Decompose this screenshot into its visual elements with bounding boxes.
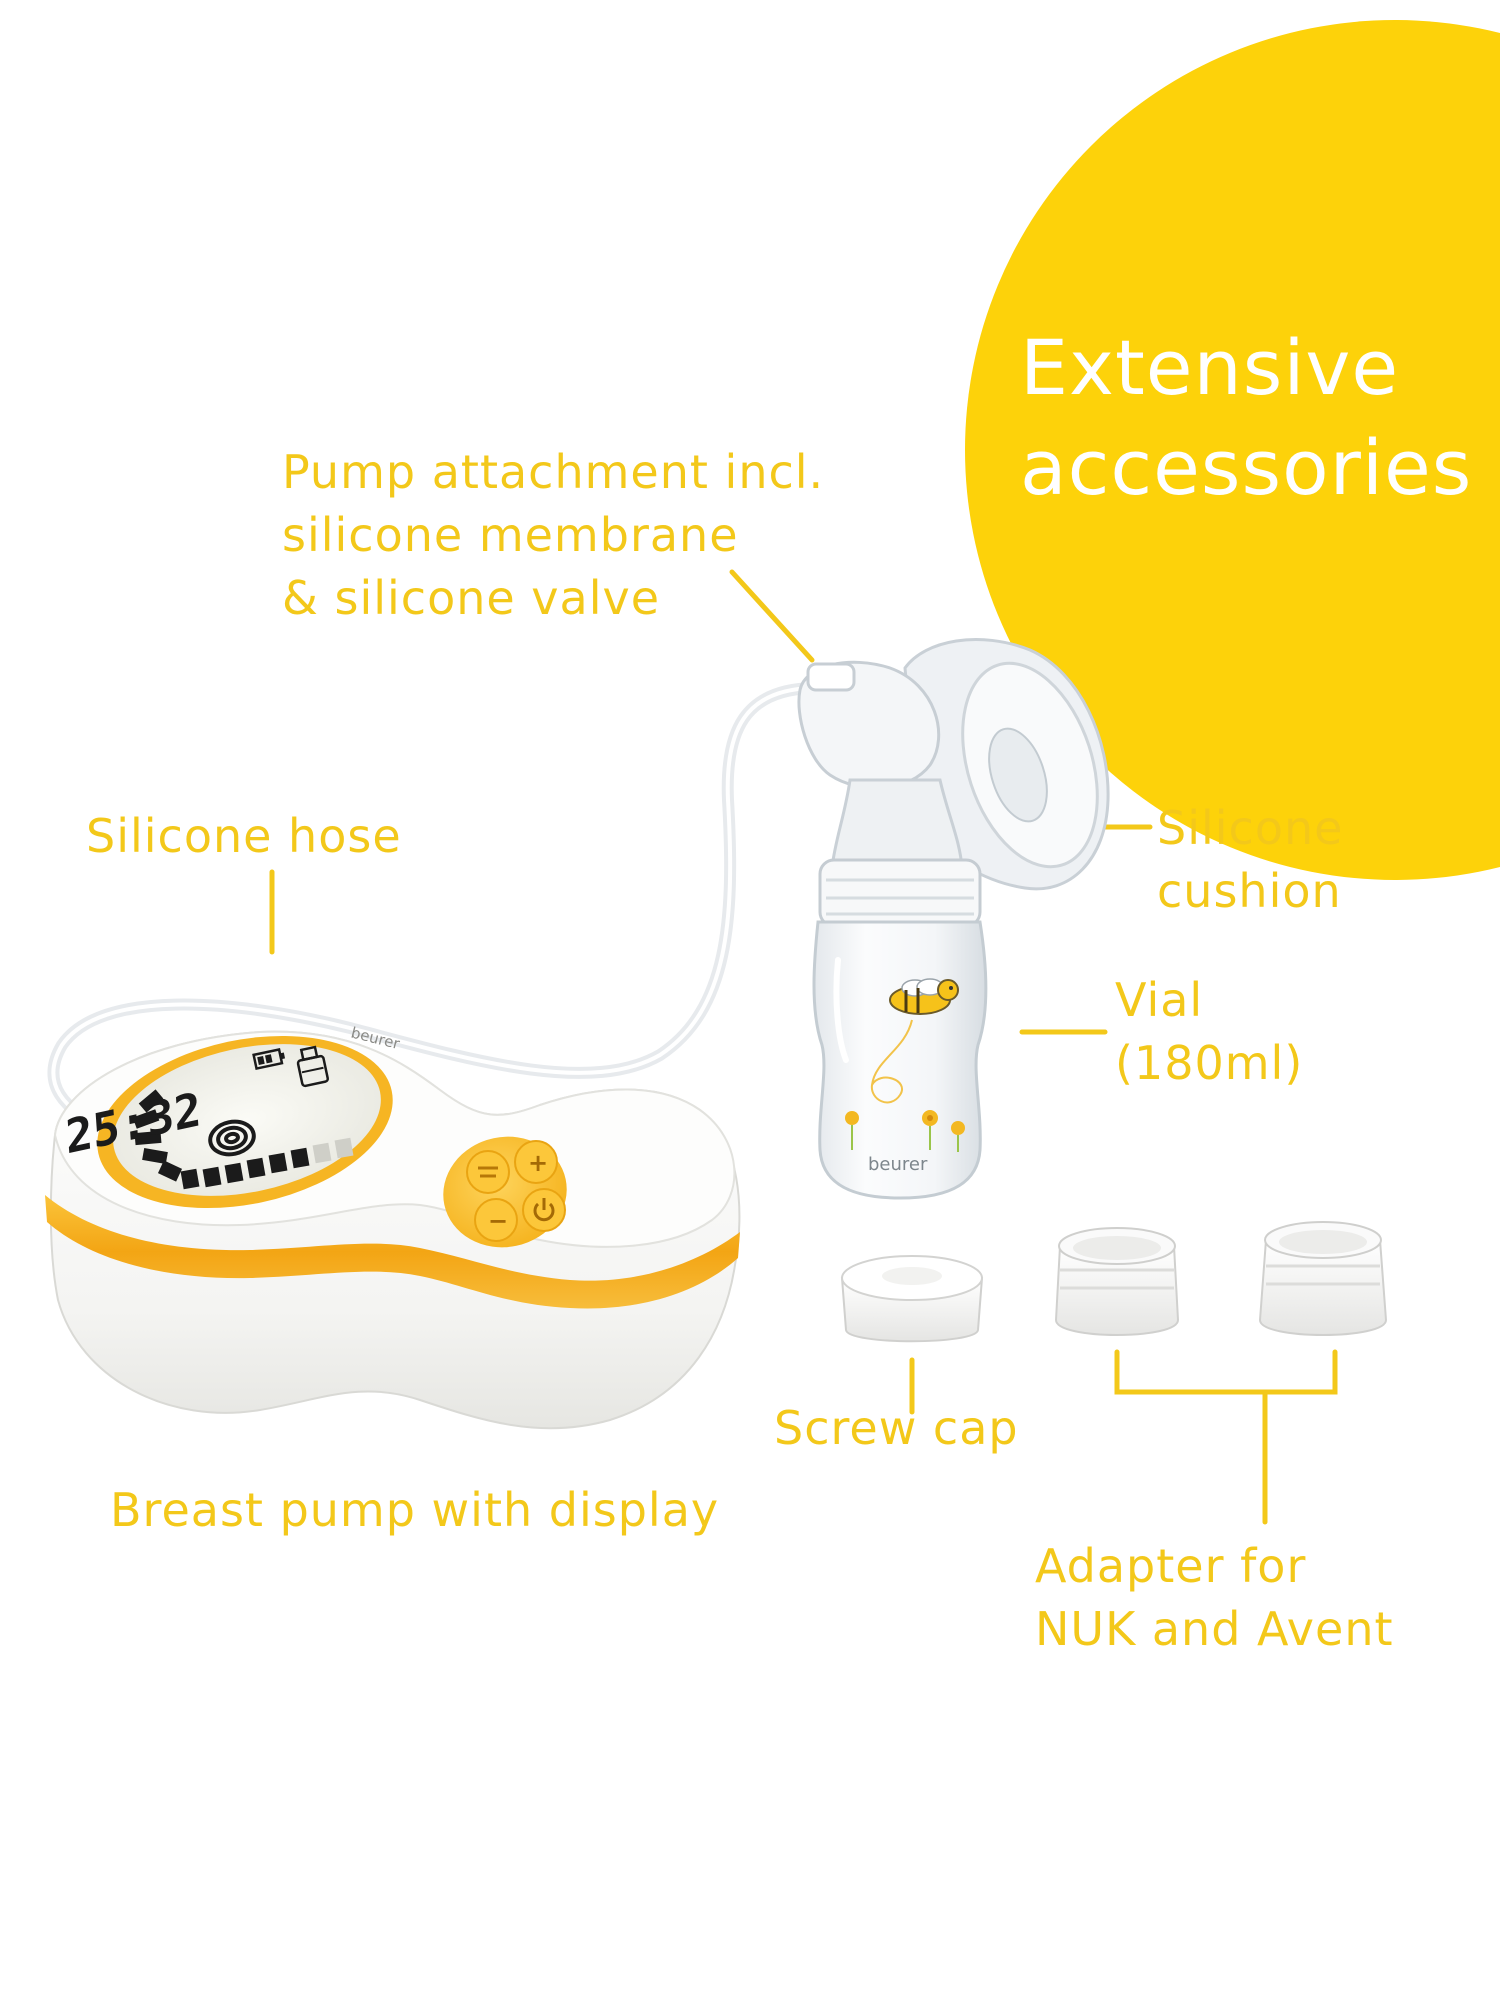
adapter-nuk <box>1054 1227 1180 1336</box>
vial-bottle: beurer <box>812 920 988 1200</box>
power-icon <box>533 1198 555 1222</box>
bottle-icon <box>296 1045 330 1088</box>
pump-attachment <box>797 638 1110 928</box>
badge-title-line2: accessories <box>1020 423 1473 512</box>
label-pump-attachment-line3: & silicone valve <box>282 571 661 625</box>
label-silicone-cushion-line2: cushion <box>1157 864 1342 918</box>
mode-button[interactable] <box>466 1150 510 1194</box>
plus-button-label: + <box>528 1149 548 1177</box>
label-adapter-line1: Adapter for <box>1035 1539 1307 1593</box>
minus-button-label: − <box>488 1207 508 1235</box>
label-silicone-cushion-line1: Silicone <box>1157 801 1344 855</box>
flower-icon <box>845 1110 965 1152</box>
lcd-progress-bar <box>132 1089 310 1190</box>
lcd-display <box>113 1044 381 1196</box>
label-pump-attachment-line1: Pump attachment incl. <box>282 445 825 499</box>
badge-circle <box>965 20 1500 880</box>
breast-pump-device: 25:32 beurer <box>45 1024 741 1430</box>
badge-title-line1: Extensive <box>1020 323 1400 412</box>
leader-bracket-adapter <box>1114 1349 1338 1395</box>
battery-icon <box>252 1047 286 1071</box>
label-vial-line2: (180ml) <box>1115 1036 1304 1090</box>
spiral-icon <box>208 1119 256 1157</box>
orange-band <box>45 1195 740 1309</box>
label-pump-attachment-line2: silicone membrane <box>282 508 739 562</box>
label-breast-pump: Breast pump with display <box>110 1483 720 1537</box>
minus-button[interactable]: − <box>474 1198 518 1242</box>
label-screw-cap: Screw cap <box>774 1401 1019 1455</box>
bottle-brand: beurer <box>868 1154 928 1175</box>
label-adapter-line2: NUK and Avent <box>1035 1602 1394 1656</box>
plus-button[interactable]: + <box>514 1140 558 1184</box>
bee-icon <box>889 978 959 1015</box>
label-silicone-hose: Silicone hose <box>86 809 402 863</box>
power-button[interactable] <box>522 1188 566 1232</box>
screw-cap <box>840 1255 984 1343</box>
label-vial-line1: Vial <box>1115 973 1204 1027</box>
adapter-avent <box>1258 1221 1388 1336</box>
leader-line-pump-attachment <box>729 569 815 663</box>
